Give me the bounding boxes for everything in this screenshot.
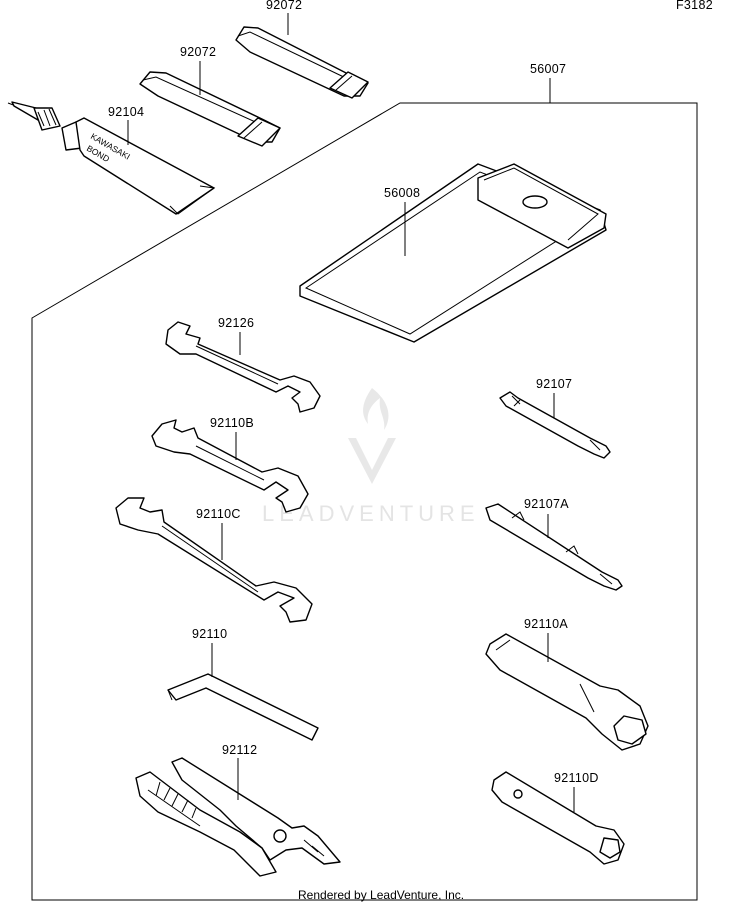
kawasaki-bond-tube: KAWASAKI BOND [7,101,216,215]
hex-key-92110 [167,673,319,741]
pliers-92112 [135,757,341,877]
wrench-92110b [151,419,309,513]
wrench-92126 [165,321,321,413]
strap-92072-middle [139,71,281,147]
label-92110a: 92110A [524,617,568,631]
wrench-92110c [115,497,313,623]
diagram-code: F3182 [676,0,713,12]
label-92107a: 92107A [524,497,569,511]
label-92104: 92104 [108,105,144,119]
tool-bag-pouch [299,163,607,343]
label-92110: 92110 [192,627,227,641]
box-wrench-92110a [485,633,649,751]
label-56008: 56008 [384,186,420,200]
label-56007: 56007 [530,62,566,76]
tool-kit-boundary [31,102,698,901]
screwdriver-bit-92107a [485,503,623,591]
label-92110c: 92110C [196,507,241,521]
label-92110b: 92110B [210,416,254,430]
box-wrench-92110d [491,771,625,865]
strap-92072-top [235,26,369,99]
label-92112: 92112 [222,743,257,757]
label-92110d: 92110D [554,771,599,785]
screwdriver-bit-92107 [499,391,611,459]
label-92126: 92126 [218,316,254,330]
label-92072-top: 92072 [266,0,302,12]
footer-credit: Rendered by LeadVenture, Inc. [298,888,464,902]
label-92107: 92107 [536,377,572,391]
label-92072-middle: 92072 [180,45,216,59]
leadventure-watermark-logo [348,388,396,484]
